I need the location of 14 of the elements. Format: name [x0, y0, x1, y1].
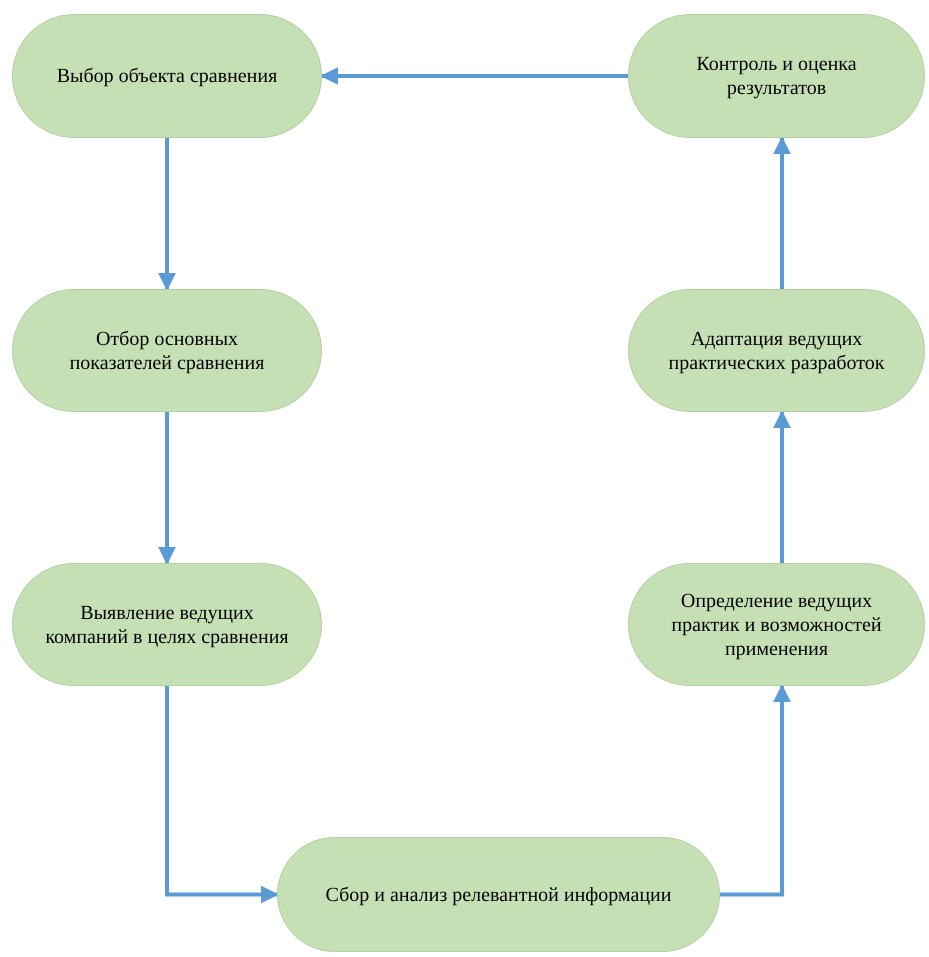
arrow	[320, 67, 628, 85]
step-label: Выбор объекта сравнения	[56, 64, 278, 88]
step-label: Сбор и анализ релевантной информации	[326, 882, 672, 906]
step-label: Выявление ведущих компаний в целях сравнения	[45, 600, 289, 648]
arrow	[158, 412, 176, 565]
step-label: Адаптация ведущих практических разработок	[668, 326, 886, 374]
arrow	[158, 138, 176, 291]
arrow	[773, 136, 791, 289]
step-label: Отбор основных показателей сравнения	[68, 326, 266, 374]
step-label: Контроль и оценка результатов	[695, 52, 858, 100]
step-label: Определение ведущих практик и возможностей применения	[670, 588, 883, 660]
arrow	[773, 410, 791, 563]
arrow	[720, 684, 791, 896]
arrow	[165, 686, 279, 904]
